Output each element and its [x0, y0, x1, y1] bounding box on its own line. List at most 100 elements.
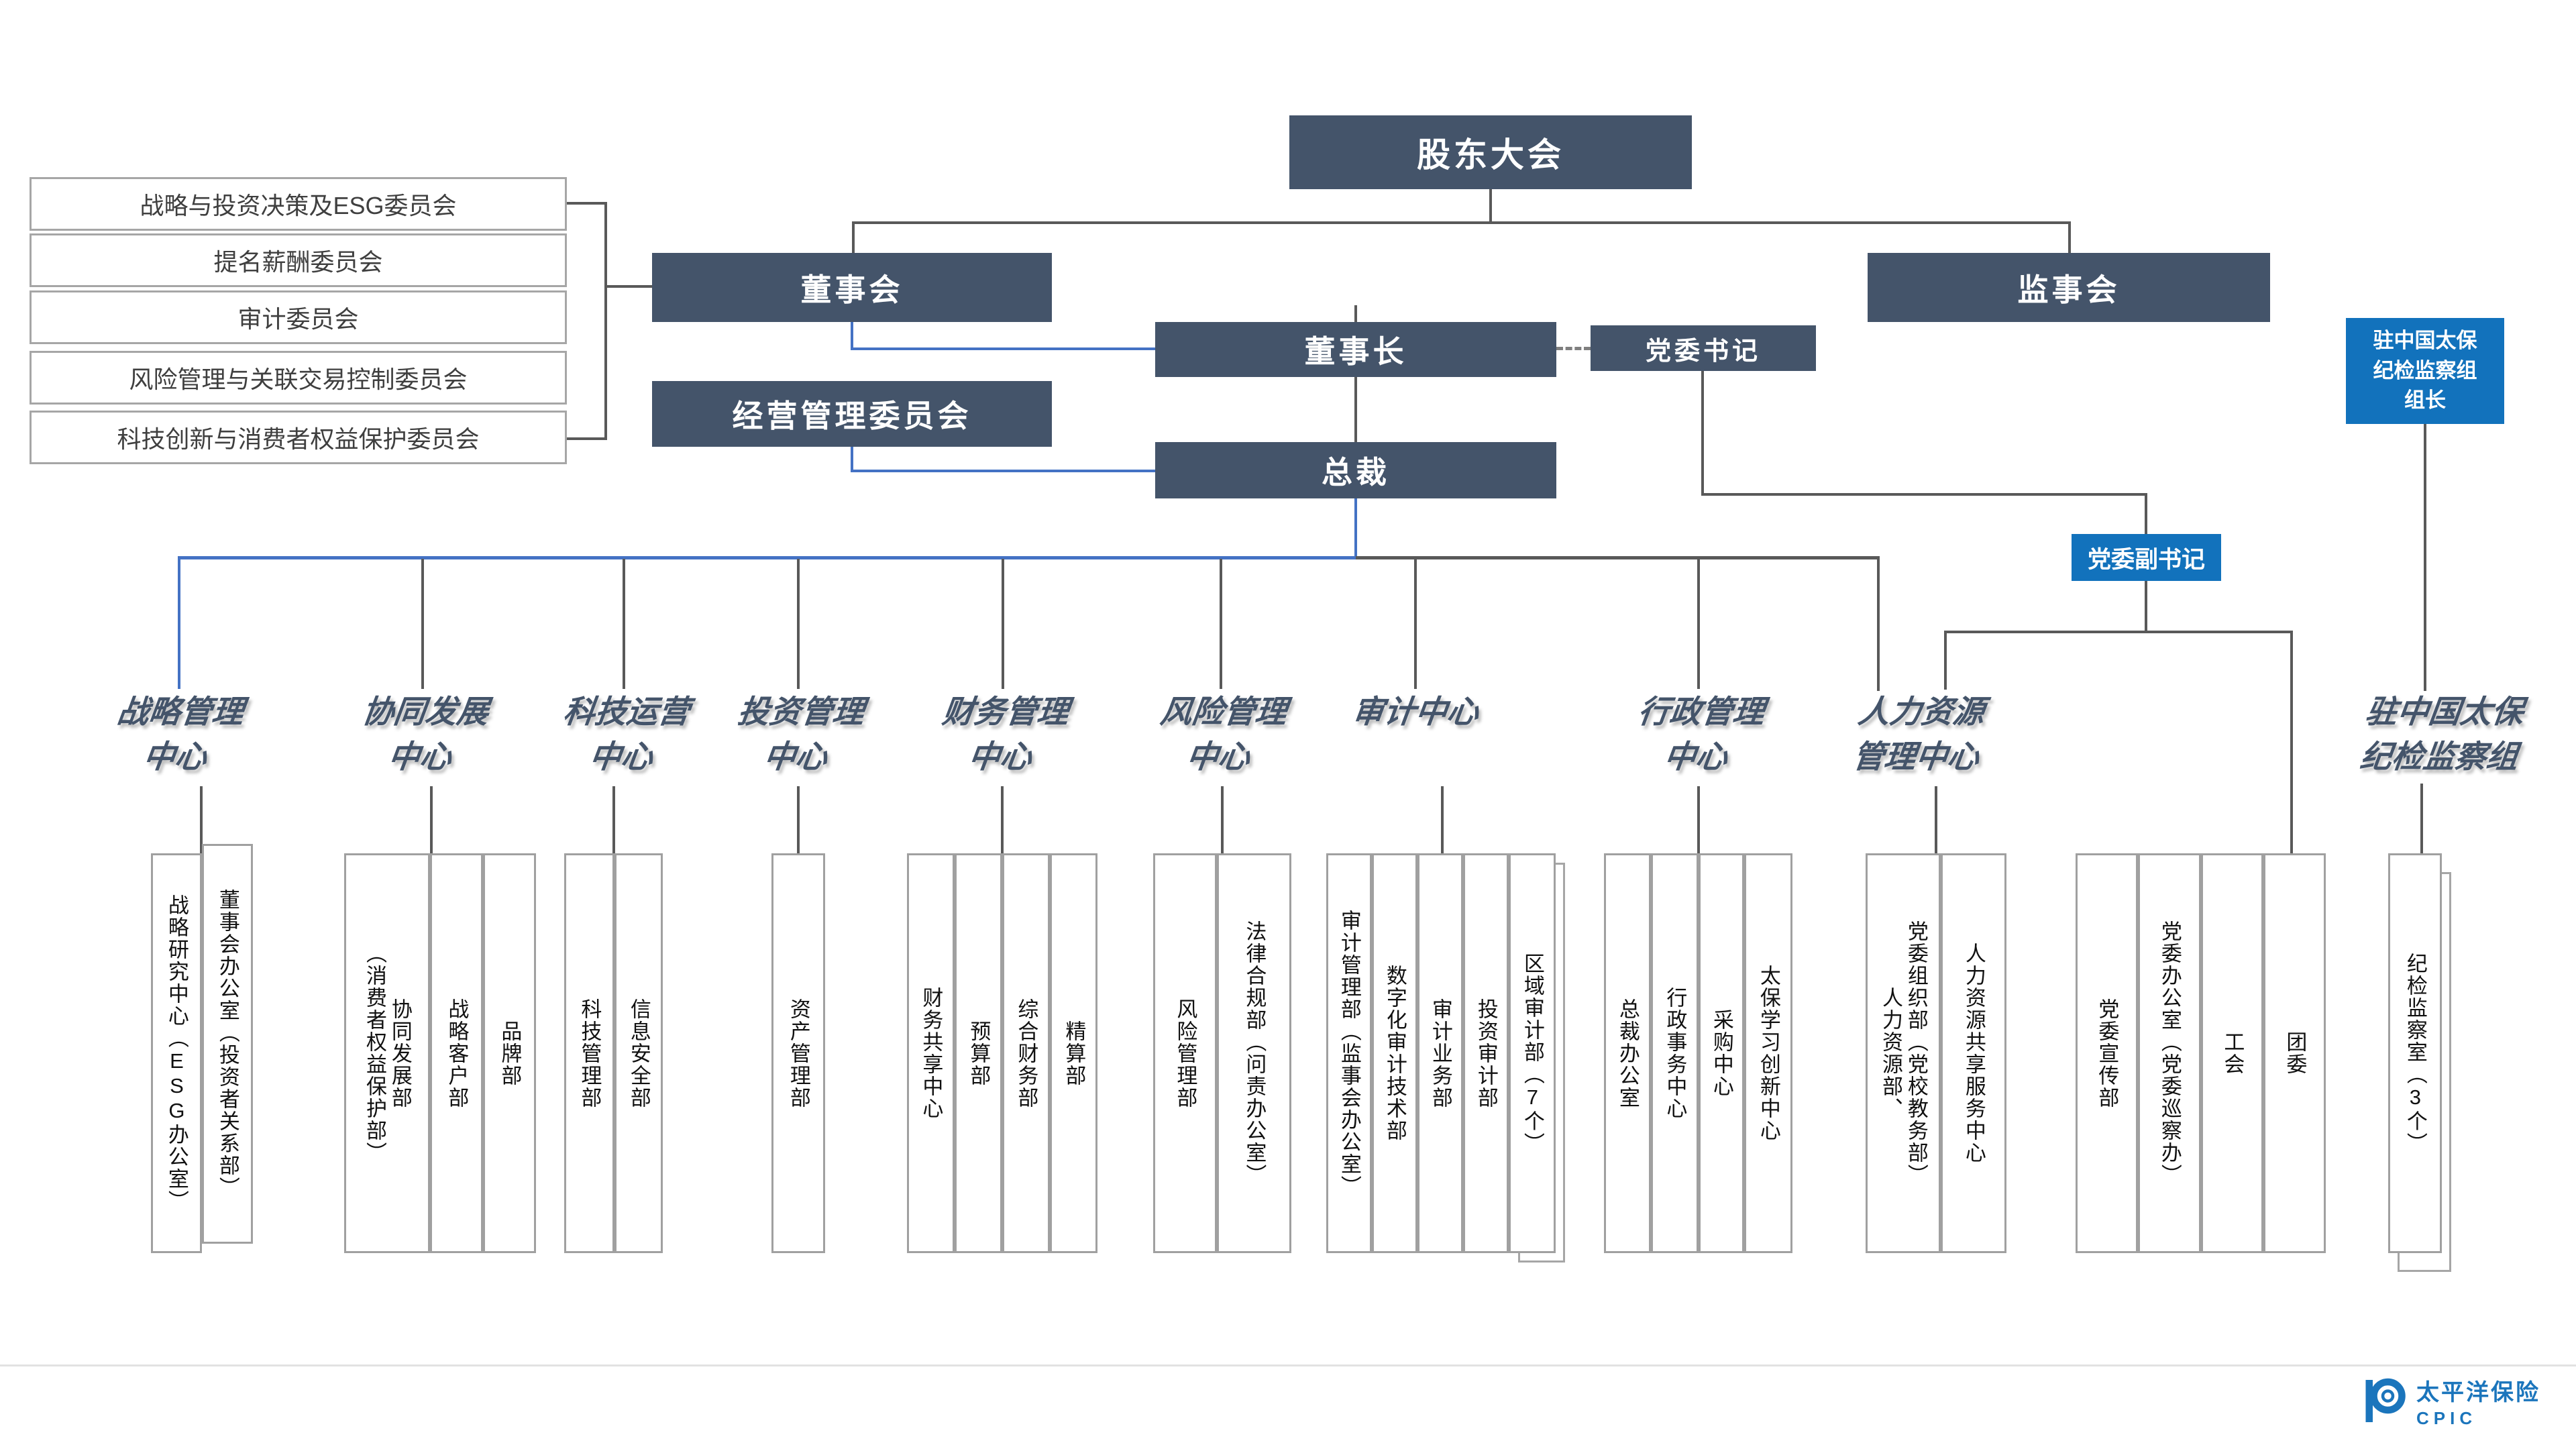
- dept-box: 党委组织部（党校教务部） 人力资源部、: [1866, 853, 1941, 1253]
- dept-box: 综合财务部: [1002, 853, 1050, 1253]
- connector-line: [852, 221, 855, 253]
- committee-box: 战略与投资决策及ESG委员会: [30, 177, 567, 231]
- dept-box: 投资审计部: [1463, 853, 1509, 1253]
- deputy-party-secretary-label: 党委副书记: [2087, 546, 2205, 573]
- president-box: 总裁: [1155, 442, 1556, 498]
- party-secretary-box: 党委书记: [1591, 325, 1816, 371]
- connector-line: [604, 202, 607, 440]
- committee-label: 科技创新与消费者权益保护委员会: [117, 425, 480, 453]
- connector-line: [1220, 559, 1222, 689]
- dept-box: 战略客户部: [430, 853, 483, 1253]
- connector-line: [567, 202, 607, 205]
- connector-line: [797, 786, 800, 853]
- board-of-directors-label: 董事会: [800, 272, 904, 307]
- dept-box: 太保学习创新中心: [1744, 853, 1792, 1253]
- connector-line: [1701, 493, 2147, 496]
- connector-line: [200, 786, 203, 853]
- discipline-inspection-leader-label: 驻中国太保 纪检监察组 组长: [2373, 328, 2477, 413]
- center-header-audit: 审计中心: [1350, 694, 1481, 729]
- management-committee-label: 经营管理委员会: [732, 398, 972, 433]
- committee-box: 风险管理与关联交易控制委员会: [30, 351, 567, 405]
- connector-line: [1001, 786, 1004, 853]
- connector-line-blue: [851, 347, 1155, 350]
- connector-line: [1354, 305, 1357, 322]
- connector-line-blue: [851, 447, 853, 472]
- president-label: 总裁: [1322, 455, 1390, 490]
- dept-box: 人力资源共享服务中心: [1941, 853, 2006, 1253]
- dept-box: 预算部: [955, 853, 1002, 1253]
- cpic-logo: 太平洋保险 CPIC: [2363, 1374, 2540, 1429]
- dept-box: 战略研究中心（ESG办公室）: [151, 853, 202, 1253]
- dept-box: 区域审计部（7个）: [1509, 853, 1556, 1253]
- committee-label: 提名薪酬委员会: [213, 248, 383, 276]
- committee-box: 科技创新与消费者权益保护委员会: [30, 411, 567, 464]
- page-edge-shadow: [0, 1364, 2576, 1366]
- connector-line: [2145, 581, 2147, 633]
- connector-line: [2290, 631, 2293, 853]
- party-secretary-label: 党委书记: [1645, 337, 1761, 366]
- dept-box: 审计业务部: [1417, 853, 1463, 1253]
- dept-box: 法律合规部（问责办公室）: [1217, 853, 1291, 1253]
- connector-line-blue: [851, 322, 853, 350]
- dept-box: 采购中心: [1699, 853, 1744, 1253]
- connector-line: [1701, 371, 1704, 496]
- center-header-human-resources: 人力资源 管理中心: [1850, 694, 1987, 774]
- connector-line: [604, 285, 652, 288]
- connector-line: [1354, 376, 1357, 442]
- committee-box: 审计委员会: [30, 290, 567, 344]
- connector-line-blue: [851, 470, 1155, 472]
- connector-line: [797, 559, 800, 689]
- dept-box: 党委宣传部: [2076, 853, 2138, 1253]
- management-committee-box: 经营管理委员会: [652, 381, 1052, 447]
- board-of-directors-box: 董事会: [652, 253, 1052, 322]
- connector-line: [2424, 424, 2426, 691]
- connector-line: [2145, 493, 2147, 534]
- center-header-discipline-inspection: 驻中国太保 纪检监察组: [2358, 694, 2526, 774]
- center-header-strategy: 战略管理 中心: [115, 694, 246, 774]
- connector-line: [567, 437, 607, 440]
- connector-line: [1489, 189, 1492, 223]
- connector-line: [1697, 786, 1700, 853]
- connector-line: [623, 559, 625, 689]
- committee-label: 风险管理与关联交易控制委员会: [129, 366, 468, 393]
- connector-line-blue: [1354, 498, 1357, 559]
- committee-box: 提名薪酬委员会: [30, 233, 567, 287]
- chairman-label: 董事长: [1304, 334, 1407, 369]
- dept-box: 总裁办公室: [1604, 853, 1651, 1253]
- dept-box: 工会: [2201, 853, 2263, 1253]
- connector-line: [1356, 556, 1880, 559]
- connector-line-blue: [178, 556, 180, 689]
- connector-line: [1935, 786, 1937, 853]
- dept-box: 董事会办公室（投资者关系部）: [202, 844, 253, 1244]
- board-of-supervisors-label: 监事会: [2017, 272, 2121, 307]
- connector-line: [1877, 556, 1880, 691]
- dept-box: 协同发展部 （消费者权益保护部）: [344, 853, 430, 1253]
- cpic-logo-name-en: CPIC: [2416, 1408, 2477, 1428]
- connector-line: [421, 559, 424, 689]
- connector-line-dashed: [1556, 347, 1591, 350]
- dept-box: 风险管理部: [1153, 853, 1217, 1253]
- dept-box: 资产管理部: [771, 853, 825, 1253]
- dept-box: 党委办公室（党委巡察办）: [2138, 853, 2201, 1253]
- dept-box: 团委: [2263, 853, 2326, 1253]
- cpic-logo-name-cn: 太平洋保险: [2416, 1380, 2540, 1405]
- dept-box: 行政事务中心: [1651, 853, 1699, 1253]
- dept-box: 品牌部: [483, 853, 536, 1253]
- connector-line: [1697, 559, 1700, 689]
- discipline-inspection-leader-box: 驻中国太保 纪检监察组 组长: [2346, 318, 2504, 424]
- shareholders-meeting-label: 股东大会: [1417, 136, 1564, 174]
- connector-line: [1002, 559, 1004, 689]
- connector-line: [1414, 559, 1417, 689]
- dept-box: 数字化审计技术部: [1372, 853, 1417, 1253]
- dept-box: 科技管理部: [564, 853, 614, 1253]
- dept-box: 审计管理部（监事会办公室）: [1326, 853, 1372, 1253]
- connector-line: [2420, 784, 2423, 853]
- dept-box: 信息安全部: [614, 853, 663, 1253]
- cpic-logo-icon: [2365, 1378, 2406, 1422]
- connector-line: [1441, 786, 1444, 853]
- connector-line: [1944, 631, 1947, 690]
- dept-box: 精算部: [1050, 853, 1097, 1253]
- shareholders-meeting-box: 股东大会: [1289, 115, 1692, 189]
- connector-line: [612, 786, 615, 853]
